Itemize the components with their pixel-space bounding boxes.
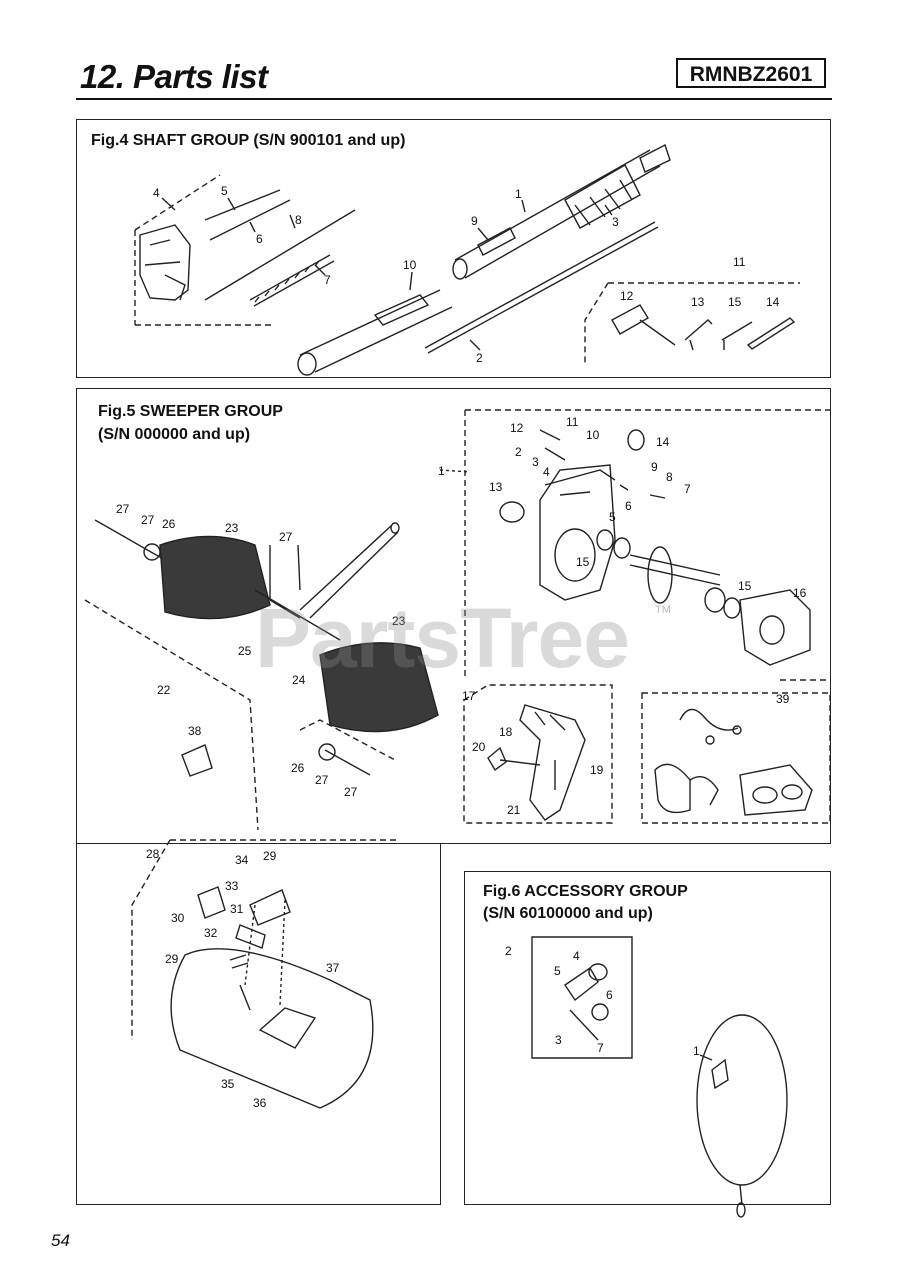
callout: 36 bbox=[253, 1096, 267, 1110]
callout: 34 bbox=[235, 853, 249, 867]
callout: 9 bbox=[471, 214, 478, 228]
callout: 8 bbox=[666, 470, 673, 484]
fig4-heading: Fig.4 SHAFT GROUP (S/N 900101 and up) bbox=[91, 132, 406, 149]
fig4-shaft-group-panel bbox=[76, 119, 831, 378]
callout: 21 bbox=[507, 803, 521, 817]
fig5-gearbox-drawing bbox=[439, 409, 830, 681]
callout: 2 bbox=[476, 351, 483, 365]
callout: 6 bbox=[606, 988, 613, 1002]
callout: 38 bbox=[188, 724, 202, 738]
callout: 5 bbox=[554, 964, 561, 978]
callout: 22 bbox=[157, 683, 171, 697]
fig5-lower-panel bbox=[76, 843, 441, 1205]
callout: 23 bbox=[225, 521, 239, 535]
callout: 20 bbox=[472, 740, 486, 754]
callout: 3 bbox=[532, 455, 539, 469]
callout: 13 bbox=[691, 295, 705, 309]
callout: 26 bbox=[162, 517, 176, 531]
callout: 29 bbox=[165, 952, 179, 966]
callout: 14 bbox=[766, 295, 780, 309]
callout: 37 bbox=[326, 961, 340, 975]
callout: 29 bbox=[263, 849, 277, 863]
callout: 16 bbox=[793, 586, 807, 600]
callout: 1 bbox=[515, 187, 522, 201]
callout: 6 bbox=[625, 499, 632, 513]
callout: 27 bbox=[141, 513, 155, 527]
fig6-accessory-group-panel bbox=[464, 871, 831, 1205]
callout: 28 bbox=[146, 847, 160, 861]
callout: 2 bbox=[515, 445, 522, 459]
callout: 6 bbox=[256, 232, 263, 246]
fig6-drawing bbox=[531, 936, 788, 1218]
fig4-drawing bbox=[134, 144, 800, 376]
callout: 15 bbox=[728, 295, 742, 309]
callout: 15 bbox=[576, 555, 590, 569]
callout: 2 bbox=[505, 944, 512, 958]
callout: 17 bbox=[462, 689, 476, 703]
callout: 1 bbox=[693, 1044, 700, 1058]
callout: 4 bbox=[573, 949, 580, 963]
callout: 7 bbox=[324, 273, 331, 287]
fig5-sweeper-group-panel bbox=[76, 388, 831, 844]
callout: 9 bbox=[651, 460, 658, 474]
page-title: 12. Parts list bbox=[80, 58, 268, 95]
callout: 19 bbox=[590, 763, 604, 777]
header-rule bbox=[76, 98, 832, 100]
callout: 27 bbox=[344, 785, 358, 799]
callout: 3 bbox=[612, 215, 619, 229]
callout: 13 bbox=[489, 480, 503, 494]
model-number-badge: RMNBZ2601 bbox=[676, 58, 826, 88]
callout: 27 bbox=[279, 530, 293, 544]
fig5-safety-gear-drawing bbox=[641, 692, 831, 824]
callout: 4 bbox=[153, 186, 160, 200]
callout: 18 bbox=[499, 725, 513, 739]
callout: 12 bbox=[620, 289, 634, 303]
callout: 8 bbox=[295, 213, 302, 227]
callout: 11 bbox=[566, 415, 579, 429]
callout: 26 bbox=[291, 761, 305, 775]
callout: 5 bbox=[221, 184, 228, 198]
fig5-serial: (S/N 000000 and up) bbox=[98, 426, 251, 443]
callout: 7 bbox=[684, 482, 691, 496]
callout: 15 bbox=[738, 579, 752, 593]
callout: 27 bbox=[315, 773, 329, 787]
callout: 33 bbox=[225, 879, 239, 893]
callout: 32 bbox=[204, 926, 218, 940]
callout: 23 bbox=[392, 614, 406, 628]
callout: 35 bbox=[221, 1077, 235, 1091]
callout: 7 bbox=[597, 1041, 604, 1055]
callout: 1 bbox=[438, 464, 445, 478]
callout: 10 bbox=[403, 258, 417, 272]
callout: 25 bbox=[238, 644, 252, 658]
callout: 5 bbox=[609, 510, 616, 524]
fig6-serial: (S/N 60100000 and up) bbox=[483, 905, 653, 922]
callout: 10 bbox=[586, 428, 600, 442]
callout: 12 bbox=[510, 421, 524, 435]
fig5-heading: Fig.5 SWEEPER GROUP bbox=[98, 403, 283, 420]
callout: 11 bbox=[733, 255, 746, 269]
fig5-cover-drawing bbox=[131, 839, 400, 1109]
fig5-brush-drawing bbox=[84, 519, 439, 831]
fig5-handle-drawing bbox=[463, 684, 613, 824]
callout: 30 bbox=[171, 911, 185, 925]
callout: 4 bbox=[543, 465, 550, 479]
callout: 39 bbox=[776, 692, 790, 706]
fig6-heading: Fig.6 ACCESSORY GROUP bbox=[483, 883, 688, 900]
callout: 31 bbox=[230, 902, 244, 916]
trademark-mark: TM bbox=[655, 604, 671, 616]
callout: 3 bbox=[555, 1033, 562, 1047]
callout: 27 bbox=[116, 502, 130, 516]
callout: 24 bbox=[292, 673, 306, 687]
watermark: PartsTree bbox=[255, 591, 630, 685]
page-number: 54 bbox=[51, 1231, 70, 1250]
callout: 14 bbox=[656, 435, 670, 449]
